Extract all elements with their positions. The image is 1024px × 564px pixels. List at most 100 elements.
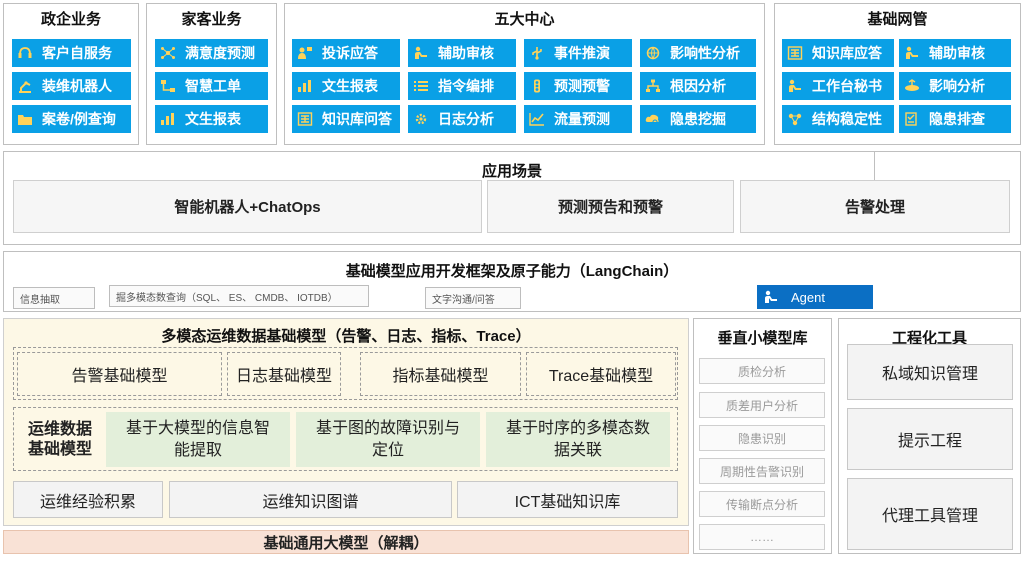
line-chart-icon (524, 105, 550, 133)
service-tile[interactable]: 工作台秘书 (782, 72, 894, 100)
service-tile-label: 隐患排查 (929, 111, 985, 127)
ops-models-label-line1: 运维数据 (27, 421, 92, 438)
service-tile[interactable]: 客户自服务 (12, 39, 131, 67)
desk-person-icon (782, 72, 808, 100)
service-tile[interactable]: 装维机器人 (12, 72, 131, 100)
framework-title: 基础模型应用开发框架及原子能力（LangChain） (345, 263, 679, 280)
log-model-box: 日志基础模型 (227, 352, 341, 396)
workflow-icon (155, 72, 181, 100)
service-tile-label: 隐患挖掘 (670, 111, 726, 127)
agent-tools-box: 代理工具管理 (847, 478, 1013, 550)
foundation-model-bar: 基础通用大模型（解耦） (3, 530, 689, 554)
service-tile[interactable]: 根因分析 (640, 72, 756, 100)
alarm-model-box: 告警基础模型 (17, 352, 222, 396)
ict-knowledge-base-box: ICT基础知识库 (457, 481, 678, 518)
base-models-group (13, 347, 678, 400)
service-tile[interactable]: 智慧工单 (155, 72, 268, 100)
user-chat-icon (292, 39, 318, 67)
scenario-chatops: 智能机器人+ChatOps (13, 180, 482, 233)
service-tile-label: 知识库问答 (322, 111, 392, 127)
desk-person-icon (757, 290, 785, 304)
service-tile[interactable]: 事件推演 (524, 39, 632, 67)
llm-info-extraction-line1: 基于大模型的信息智 (125, 419, 270, 437)
usb-icon (524, 39, 550, 67)
service-tile-label: 投诉应答 (322, 45, 378, 61)
service-tile[interactable]: 预测预警 (524, 72, 632, 100)
hierarchy-icon (640, 72, 666, 100)
service-tile[interactable]: 文生报表 (155, 105, 268, 133)
service-tile-label: 流量预测 (554, 111, 610, 127)
service-tile-label: 智慧工单 (185, 78, 241, 94)
bar-chart-icon (292, 72, 318, 100)
service-tile[interactable]: 隐患挖掘 (640, 105, 756, 133)
knowledge-icon (782, 39, 808, 67)
text-qa-button[interactable]: 文字沟通/问答 (425, 287, 521, 309)
engineering-tools-title: 工程化工具 (891, 330, 967, 347)
service-tile[interactable]: 辅助审核 (408, 39, 516, 67)
service-tile[interactable]: 投诉应答 (292, 39, 400, 67)
bar-chart-icon (155, 105, 181, 133)
service-tile[interactable]: 流量预测 (524, 105, 632, 133)
vertical-model-item: 传输断点分析 (699, 491, 825, 517)
service-tile[interactable]: 案卷/例查询 (12, 105, 131, 133)
vertical-models-title: 垂直小模型库 (717, 330, 808, 347)
service-tile[interactable]: 影响分析 (899, 72, 1011, 100)
info-extraction-button[interactable]: 信息抽取 (13, 287, 95, 309)
service-tile-label: 满意度预测 (185, 45, 255, 61)
llm-info-extraction-box: 基于大模型的信息智能提取 (106, 412, 290, 467)
scenario-alarm-handling: 告警处理 (740, 180, 1010, 233)
service-tile[interactable]: 结构稳定性 (782, 105, 894, 133)
network-icon (155, 39, 181, 67)
base-network-title: 基础网管 (867, 11, 928, 28)
private-knowledge-box: 私域知识管理 (847, 344, 1013, 400)
gear-people-icon (408, 105, 434, 133)
disc-icon (899, 72, 925, 100)
timeseries-correlation-line1: 基于时序的多模态数 (505, 419, 650, 437)
service-tile[interactable]: 知识库问答 (292, 105, 400, 133)
ops-models-label-line2: 基础模型 (27, 441, 92, 458)
service-tile-label: 辅助审核 (438, 45, 494, 61)
ops-models-label: 运维数据 基础模型 (16, 420, 104, 460)
service-tile-label: 文生报表 (185, 111, 241, 127)
graph-fault-box: 基于图的故障识别与定位 (296, 412, 480, 467)
desk-person-icon (899, 39, 925, 67)
folder-icon (12, 105, 38, 133)
multimodal-query-button[interactable]: 掘多模态数查询（SQL、 ES、 CMDB、 IOTDB） (109, 285, 369, 307)
gov-business-title: 政企业务 (40, 11, 101, 28)
service-tile-label: 客户自服务 (42, 45, 112, 61)
service-tile[interactable]: 知识库应答 (782, 39, 894, 67)
agent-button[interactable]: Agent (757, 285, 873, 309)
service-tile-label: 知识库应答 (812, 45, 882, 61)
service-tile[interactable]: 辅助审核 (899, 39, 1011, 67)
service-tile-label: 事件推演 (554, 45, 610, 61)
timeseries-correlation-line2: 据关联 (553, 441, 602, 459)
headset-icon (12, 39, 38, 67)
service-tile-label: 结构稳定性 (812, 111, 882, 127)
five-centers-title: 五大中心 (494, 11, 555, 28)
prompt-engineering-box: 提示工程 (847, 408, 1013, 470)
service-tile[interactable]: 影响性分析 (640, 39, 756, 67)
multimodal-title: 多模态运维数据基础模型（告警、日志、指标、Trace） (161, 328, 531, 345)
service-tile[interactable]: 日志分析 (408, 105, 516, 133)
service-tile[interactable]: 隐患排查 (899, 105, 1011, 133)
service-tile-label: 影响性分析 (670, 45, 740, 61)
traffic-light-icon (524, 72, 550, 100)
scenarios-divider (874, 152, 875, 180)
agent-label: Agent (791, 289, 825, 305)
service-tile[interactable]: 满意度预测 (155, 39, 268, 67)
globe-icon (640, 39, 666, 67)
vertical-model-item: …… (699, 524, 825, 550)
ops-experience-box: 运维经验积累 (13, 481, 163, 518)
metric-model-box: 指标基础模型 (360, 352, 521, 396)
scenario-forecast: 预测预告和预警 (487, 180, 734, 233)
service-tile-label: 装维机器人 (42, 78, 112, 94)
vertical-model-item: 质检分析 (699, 358, 825, 384)
service-tile-label: 辅助审核 (929, 45, 985, 61)
desk-person-icon (408, 39, 434, 67)
checklist-icon (899, 105, 925, 133)
service-tile[interactable]: 指令编排 (408, 72, 516, 100)
service-tile[interactable]: 文生报表 (292, 72, 400, 100)
service-tile-label: 根因分析 (670, 78, 726, 94)
nodes-icon (782, 105, 808, 133)
service-tile-label: 预测预警 (554, 78, 610, 94)
